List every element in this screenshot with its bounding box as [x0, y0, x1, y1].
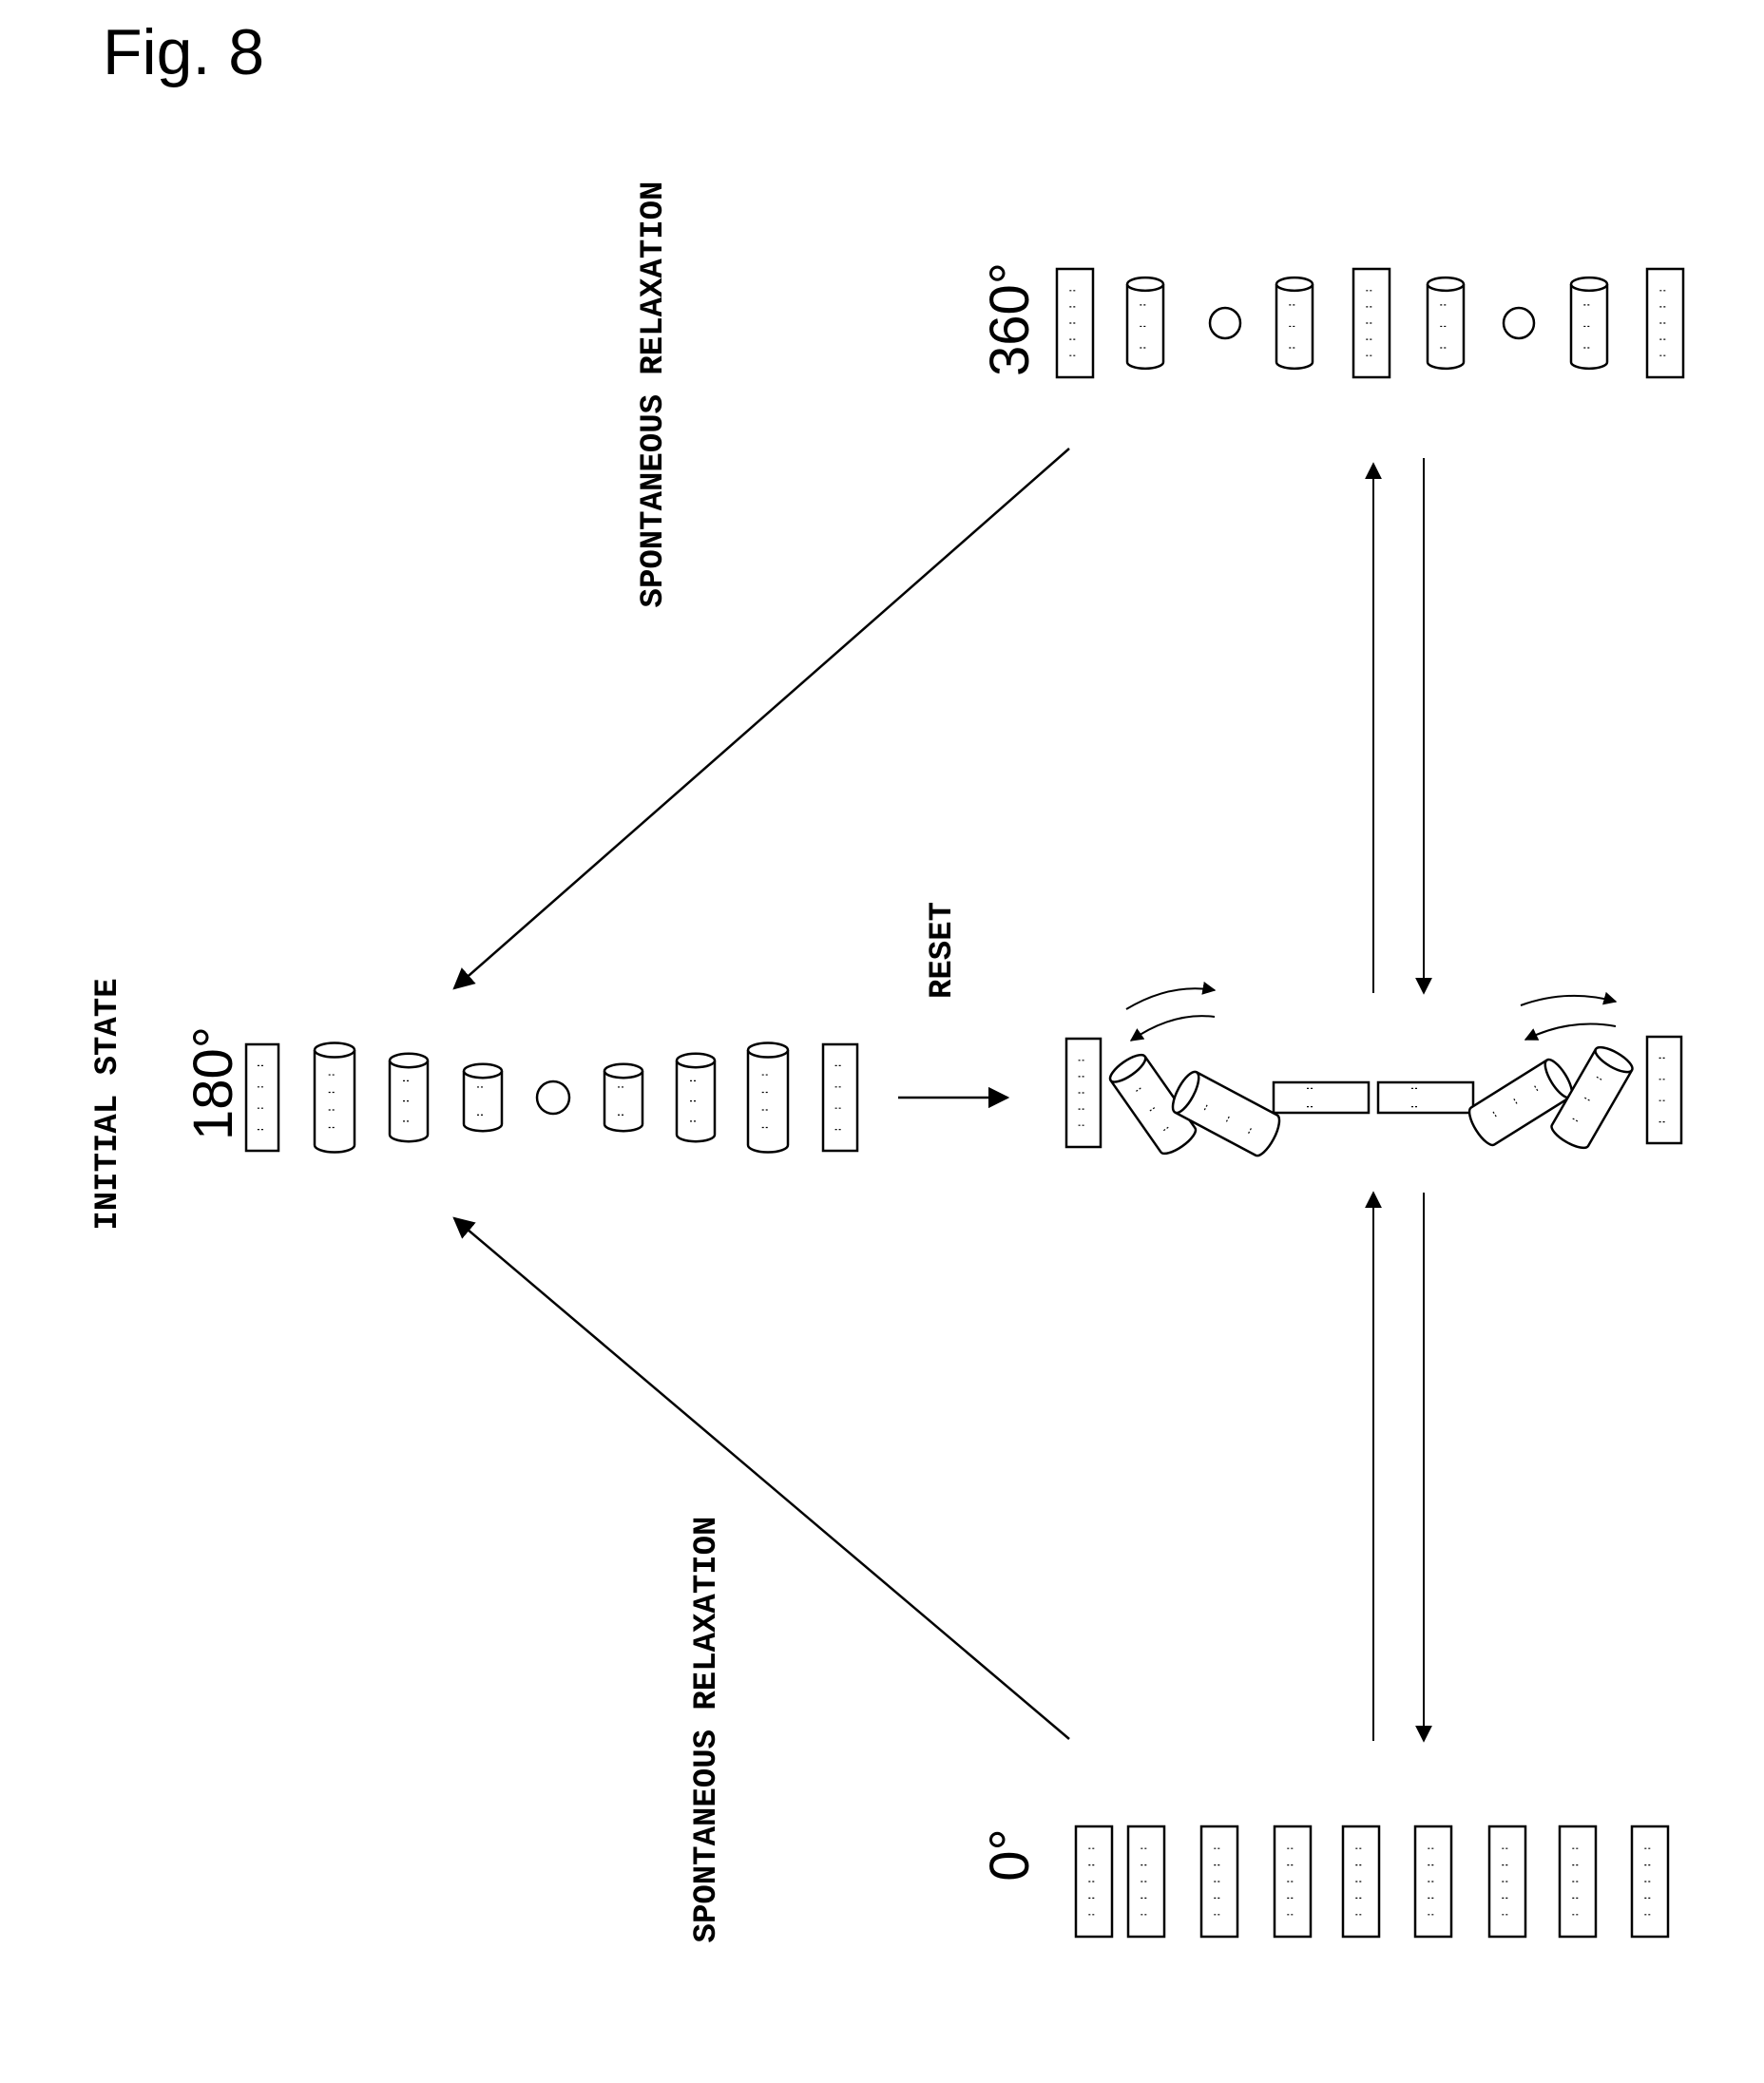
molecule-cylinder — [604, 1064, 642, 1131]
molecule-end-on — [537, 1081, 569, 1114]
molecule-end-on — [1504, 308, 1534, 338]
label-spontaneous-relaxation-bottom: SPONTANEOUS RELAXATION — [689, 1517, 725, 1943]
angle-label-360: 360° — [979, 262, 1041, 376]
molecule-cylinder — [464, 1064, 502, 1131]
molecule-cylinder — [1571, 277, 1607, 369]
molecule-rod — [1647, 1037, 1681, 1143]
molecule-row-360deg — [1057, 269, 1683, 377]
rotation-arrow — [1126, 988, 1215, 1009]
rotation-arrow — [1521, 996, 1616, 1005]
molecule-rod-horizontal — [1274, 1082, 1369, 1113]
molecule-rod — [1076, 1826, 1112, 1937]
molecule-rod — [823, 1044, 857, 1151]
molecule-rod — [1647, 269, 1683, 377]
rotation-arrow — [1525, 1023, 1616, 1040]
molecule-rod — [1275, 1826, 1311, 1937]
molecule-rod — [1489, 1826, 1525, 1937]
molecule-rod — [1201, 1826, 1237, 1937]
label-spontaneous-relaxation-top: SPONTANEOUS RELAXATION — [636, 182, 672, 608]
molecule-cylinder — [1127, 277, 1163, 369]
molecule-cylinder — [1276, 277, 1313, 369]
molecule-rod — [1057, 269, 1093, 377]
molecule-row-0deg — [1076, 1826, 1668, 1937]
angle-label-0: 0° — [979, 1828, 1041, 1881]
molecule-rod — [1415, 1826, 1451, 1937]
label-initial-state: INITIAL STATE — [90, 978, 126, 1230]
molecule-cylinder — [1428, 277, 1464, 369]
molecule-rod — [246, 1044, 278, 1151]
molecule-cylinder — [677, 1054, 715, 1141]
molecule-cylinder — [315, 1042, 355, 1152]
molecule-rod — [1066, 1039, 1101, 1147]
angle-label-180: 180° — [182, 1026, 244, 1140]
molecule-end-on — [1210, 308, 1240, 338]
arrow-relaxation-from-360 — [454, 449, 1069, 988]
molecule-cylinder — [748, 1042, 788, 1152]
rotation-arrow — [1131, 1016, 1215, 1041]
molecule-row-intermediate — [1066, 988, 1681, 1159]
molecule-rod — [1128, 1826, 1164, 1937]
molecule-tilted — [1168, 1068, 1285, 1159]
arrow-relaxation-from-0 — [454, 1218, 1069, 1739]
molecule-rod — [1353, 269, 1390, 377]
label-reset: RESET — [925, 902, 961, 999]
molecule-row-180deg — [246, 1042, 857, 1152]
molecule-cylinder — [390, 1054, 428, 1141]
molecule-rod-horizontal — [1378, 1082, 1473, 1113]
molecule-rod — [1560, 1826, 1596, 1937]
molecule-rod — [1632, 1826, 1668, 1937]
molecule-rod — [1343, 1826, 1379, 1937]
